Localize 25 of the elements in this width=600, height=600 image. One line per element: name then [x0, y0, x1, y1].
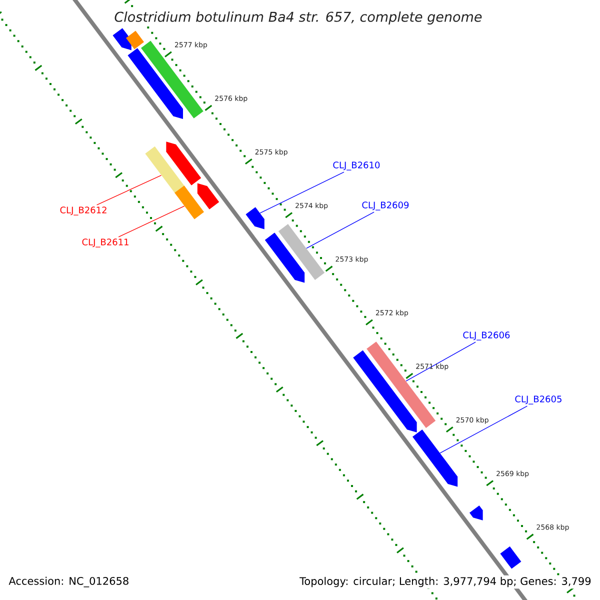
- gene-label: CLJ_B2606: [463, 332, 510, 340]
- gene-label: CLJ_B2609: [362, 202, 409, 210]
- leader-line: [406, 342, 476, 382]
- leader-line: [118, 206, 185, 238]
- gene-block: [278, 224, 325, 280]
- gene-feature: [412, 430, 458, 487]
- gene-feature: [166, 142, 201, 186]
- gene-label: CLJ_B2605: [515, 396, 562, 404]
- gene-feature: [197, 183, 219, 210]
- leader-line: [96, 174, 162, 206]
- leader-line: [440, 406, 528, 454]
- genome-info-text: Topology: circular; Length: 3,977,794 bp; Genes: 3,799: [298, 575, 593, 589]
- gene-feature: [470, 506, 483, 520]
- title: Clostridium botulinum Ba4 str. 657, complete genome: [112, 9, 484, 27]
- gene-label: CLJ_B2611: [82, 238, 128, 248]
- gene-block: [174, 186, 204, 220]
- leader-line: [260, 172, 344, 214]
- gene-label: CLJ_B2610: [333, 162, 380, 170]
- gene-feature: [128, 48, 183, 119]
- gene-label: CLJ_B2612: [60, 206, 106, 216]
- accession-text: Accession: NC_012658: [7, 575, 131, 589]
- gene-block: [366, 342, 436, 428]
- gene-block: [500, 546, 522, 569]
- gene-feature: [246, 207, 264, 230]
- gene-block: [126, 30, 144, 50]
